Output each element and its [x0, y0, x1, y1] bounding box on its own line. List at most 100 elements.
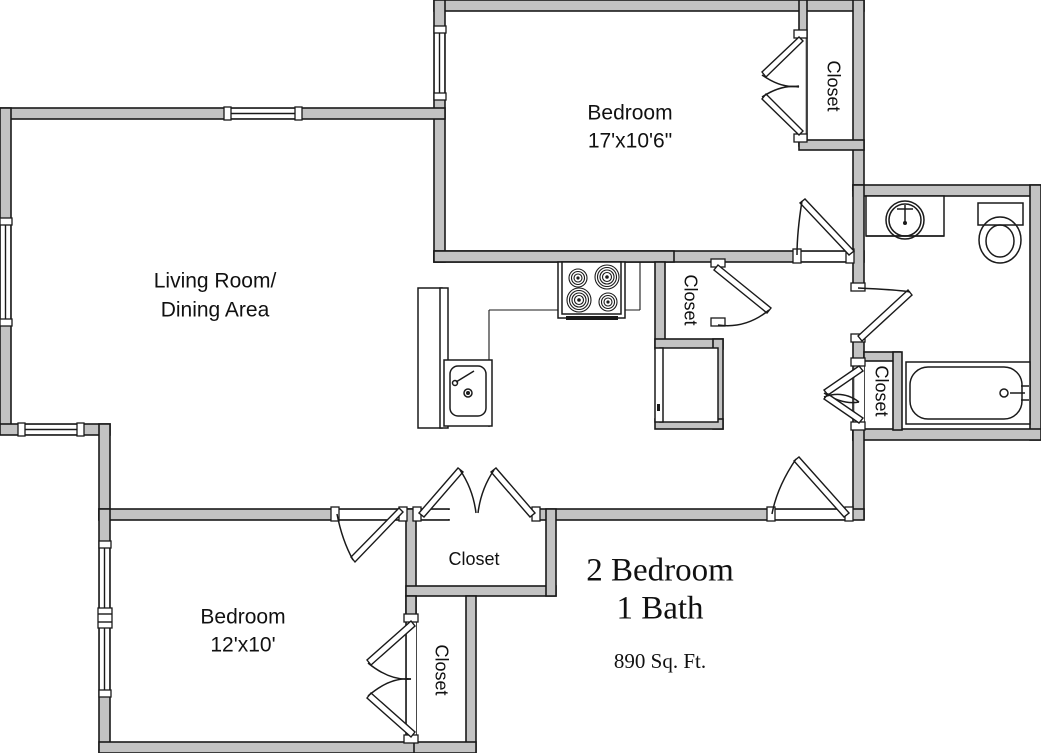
wall-right-master [852, 0, 865, 191]
door-leaf-kc [713, 264, 772, 314]
window-group [0, 25, 447, 698]
door-arc-mc-lower [761, 85, 800, 98]
door-leaf-bath [857, 288, 913, 343]
window-jamb-right [294, 106, 303, 121]
door-hinge-mc-top [793, 29, 808, 39]
door-hinge-kc-bottom [710, 317, 726, 327]
kitchen-sink-handle [451, 379, 459, 387]
kitchen-closet-label: Closet [680, 274, 700, 325]
second-bedroom-label: Bedroom [200, 606, 285, 629]
living-room-label-line2: Dining Area [161, 299, 270, 322]
door-arc-cc-left [459, 469, 477, 514]
wall-top-living [0, 107, 446, 120]
door-arc-hb2 [771, 458, 797, 515]
door-arc-kc [717, 309, 770, 327]
window-jamb-ml-top [433, 25, 447, 34]
door-hinge-b2-left [330, 506, 340, 522]
window-mullion-b2 [97, 607, 113, 629]
door-arc-mc-upper [761, 74, 800, 88]
door-opening-hall-closet [855, 362, 864, 427]
plan-title-line1: 2 Bedroom [586, 553, 734, 589]
window-jamb-ml-bottom [433, 92, 447, 101]
door-hinge-hc-bottom [850, 421, 866, 431]
door-leaf-hb2 [792, 456, 851, 518]
wall-bedroom2-closet-right [465, 595, 477, 753]
door-opening-kitchen-closet [714, 262, 723, 324]
wall-kitchen-closet-left [654, 261, 666, 348]
pantry-cabinet-door [439, 287, 449, 429]
wall-bath-right [1029, 184, 1041, 441]
center-closet-label: Closet [448, 549, 499, 569]
window-jamb-top [0, 217, 13, 226]
second-bedroom-dimensions: 12'x10' [210, 634, 275, 657]
door-leaf-hc-lower [822, 393, 865, 424]
door-hinge-hc-top [850, 357, 866, 367]
kitchen-fixtures [417, 261, 719, 429]
door-hinge-bath-top [850, 282, 866, 292]
window-jamb-b2-top [98, 540, 112, 549]
door-hinge-mc-bottom [793, 133, 808, 143]
wall-center-closet-bottom [405, 585, 557, 597]
label-group: Living Room/ Dining Area Bedroom 17'x10'… [154, 60, 892, 695]
master-bedroom-dimensions: 17'x10'6" [588, 130, 672, 153]
toilet-bowl-outer [978, 216, 1022, 264]
range-burner-front-left [566, 287, 592, 313]
master-bedroom-label: Bedroom [587, 102, 672, 125]
refrigerator-body [659, 347, 719, 423]
range-burner-back-right [594, 264, 620, 290]
pantry-cabinet [417, 287, 443, 429]
door-opening-master-bedroom [795, 252, 853, 261]
vanity-sink-bowl-outer [885, 200, 925, 240]
door-arc-mb [796, 200, 803, 256]
master-closet-label: Closet [823, 60, 843, 111]
living-room-label-line1: Living Room/ [154, 270, 277, 293]
wall-bath-top [852, 184, 1041, 197]
door-opening-master-closet [795, 33, 805, 139]
kitchen-sink-faucet [455, 370, 475, 383]
wall-master-closet-bottom [798, 139, 865, 151]
door-arc-b2c-upper [367, 662, 412, 680]
wall-bath-bottom [852, 428, 1041, 441]
door-leaf-mb [798, 198, 856, 256]
door-leaf-cc-left [417, 467, 465, 518]
refrigerator-handle [657, 404, 660, 411]
wall-living-step-right [98, 423, 111, 521]
hall-closet-label: Closet [871, 365, 891, 416]
door-group [330, 29, 913, 744]
wall-bath-left-upper [852, 184, 865, 286]
wall-kitchen-top [433, 250, 675, 263]
bathtub-basin [909, 366, 1023, 420]
wall-bedroom2-closet-bottom [405, 741, 477, 753]
bathroom-fixtures [865, 195, 1031, 425]
door-arc-hc-lower [823, 393, 860, 403]
vanity-sink-drain [903, 221, 907, 225]
range-burner-front-right [598, 292, 618, 312]
plan-title-line2: 1 Bath [616, 591, 704, 627]
refrigerator-door [654, 347, 664, 423]
door-arc-b2 [336, 513, 354, 561]
range-handle [566, 316, 618, 320]
wall-bedroom2-bottom [98, 741, 415, 753]
range-burner-back-left [568, 268, 588, 288]
wall-center-closet-right [545, 508, 557, 597]
door-hinge-hb2-left [766, 506, 776, 522]
window-jamb-bl-right [76, 422, 85, 437]
wall-hall-closet-right [892, 351, 903, 431]
window-jamb-b2-bottom [98, 689, 112, 698]
window-jamb-left [223, 106, 232, 121]
window-jamb-bl-left [17, 422, 26, 437]
toilet-tank [977, 202, 1024, 226]
door-arc-bath [857, 287, 911, 293]
door-arc-cc-right [477, 469, 495, 514]
door-opening-bath [854, 287, 863, 339]
door-opening-bedroom2 [335, 510, 405, 519]
door-arc-b2c-lower [367, 678, 412, 697]
plan-square-footage: 890 Sq. Ft. [614, 649, 706, 673]
kitchen-sink-drain-center [466, 391, 470, 395]
bathtub-drain [999, 388, 1009, 398]
wall-hall-right [852, 428, 865, 520]
counter-edge [488, 309, 640, 427]
door-leaf-cc-right [489, 467, 537, 518]
door-opening-b2-closet [407, 618, 416, 740]
